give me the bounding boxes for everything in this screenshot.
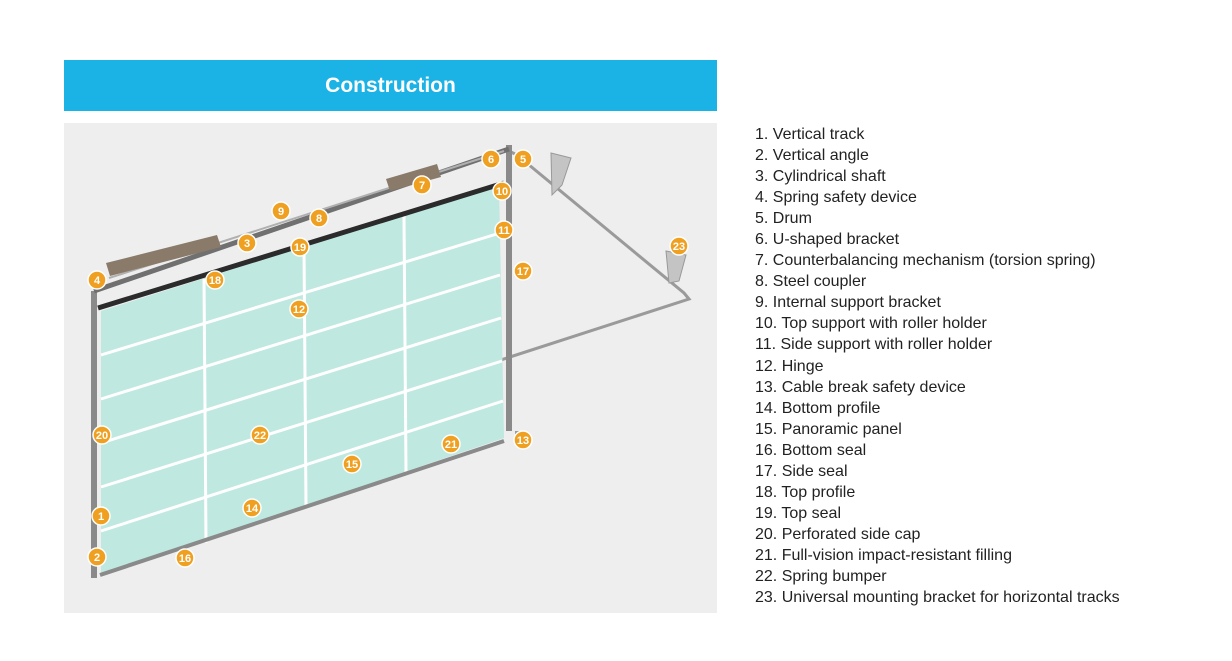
svg-text:14: 14	[246, 503, 259, 515]
parts-legend: 1. Vertical track 2. Vertical angle 3. C…	[755, 124, 1120, 608]
marker-14: 14	[242, 498, 262, 518]
svg-text:12: 12	[293, 304, 305, 316]
marker-22: 22	[250, 425, 270, 445]
svg-text:6: 6	[488, 154, 494, 166]
legend-item: 1. Vertical track	[755, 126, 865, 143]
marker-18: 18	[205, 270, 225, 290]
marker-11: 11	[494, 220, 514, 240]
svg-text:3: 3	[244, 238, 250, 250]
marker-1: 1	[91, 506, 111, 526]
marker-9: 9	[271, 201, 291, 221]
marker-3: 3	[237, 233, 257, 253]
legend-item: 9. Internal support bracket	[755, 294, 941, 312]
svg-text:17: 17	[517, 266, 529, 278]
torsion-spring-right	[386, 164, 441, 191]
mounting-bracket-top	[550, 152, 572, 197]
legend-item: 13. Cable break safety device	[755, 378, 966, 396]
legend-item: 12. Hinge	[755, 357, 824, 375]
svg-text:13: 13	[517, 435, 529, 447]
section-header: Construction	[64, 60, 717, 111]
svg-text:21: 21	[445, 439, 457, 451]
marker-16: 16	[175, 548, 195, 568]
svg-text:9: 9	[278, 206, 284, 218]
bottom-profile	[99, 439, 505, 577]
svg-text:2: 2	[94, 552, 100, 564]
marker-2: 2	[87, 547, 107, 567]
svg-text:22: 22	[254, 430, 266, 442]
legend-item: 16. Bottom seal	[755, 441, 867, 459]
panel-divisions	[100, 215, 504, 544]
legend-item: 11. Side support with roller holder	[755, 336, 993, 354]
svg-text:16: 16	[179, 553, 191, 565]
marker-13: 13	[513, 430, 533, 450]
legend-item: 19. Top seal	[755, 504, 841, 522]
legend-item: 7. Counterbalancing mechanism (torsion s…	[755, 252, 1096, 270]
legend-item: 20. Perforated side cap	[755, 525, 921, 543]
marker-20: 20	[92, 425, 112, 445]
legend-item: 18. Top profile	[755, 483, 856, 501]
legend-item: 14. Bottom profile	[755, 399, 881, 417]
svg-text:10: 10	[496, 186, 508, 198]
marker-15: 15	[342, 454, 362, 474]
legend-item: 15. Panoramic panel	[755, 420, 902, 438]
svg-text:5: 5	[520, 154, 526, 166]
svg-text:11: 11	[498, 225, 510, 237]
svg-text:7: 7	[419, 180, 425, 192]
legend-item: 23. Universal mounting bracket for horiz…	[755, 589, 1120, 607]
legend-item: 6. U-shaped bracket	[755, 231, 900, 249]
marker-4: 4	[87, 270, 107, 290]
legend-item: 8. Steel coupler	[755, 273, 867, 291]
legend-item: 2. Vertical angle	[755, 147, 869, 165]
svg-text:18: 18	[209, 275, 221, 287]
legend-item: 10. Top support with roller holder	[755, 315, 987, 333]
svg-text:23: 23	[673, 241, 685, 253]
marker-5: 5	[513, 149, 533, 169]
svg-text:8: 8	[316, 213, 322, 225]
marker-23: 23	[669, 236, 689, 256]
mounting-bracket-side	[665, 250, 687, 284]
garage-door-illustration: 1 2 3 4 5 6 7 8 9 10 11 12 13 14 15 16 1…	[87, 145, 692, 578]
marker-12: 12	[289, 299, 309, 319]
svg-text:1: 1	[98, 511, 104, 523]
marker-7: 7	[412, 175, 432, 195]
marker-6: 6	[481, 149, 501, 169]
svg-text:4: 4	[94, 275, 101, 287]
garage-door-diagram: 1 2 3 4 5 6 7 8 9 10 11 12 13 14 15 16 1…	[64, 123, 717, 613]
marker-21: 21	[441, 434, 461, 454]
marker-19: 19	[290, 237, 310, 257]
legend-item: 17. Side seal	[755, 462, 848, 480]
marker-10: 10	[492, 181, 512, 201]
legend-item: 5. Drum	[755, 210, 812, 228]
svg-text:15: 15	[346, 459, 358, 471]
torsion-spring-left	[106, 235, 221, 276]
svg-text:20: 20	[96, 430, 108, 442]
legend-item: 21. Full-vision impact-resistant filling	[755, 546, 1012, 564]
section-title: Construction	[325, 73, 456, 97]
legend-item: 22. Spring bumper	[755, 567, 887, 585]
svg-text:19: 19	[294, 242, 306, 254]
marker-17: 17	[513, 261, 533, 281]
marker-8: 8	[309, 208, 329, 228]
legend-item: 4. Spring safety device	[755, 189, 917, 207]
legend-item: 3. Cylindrical shaft	[755, 168, 886, 186]
